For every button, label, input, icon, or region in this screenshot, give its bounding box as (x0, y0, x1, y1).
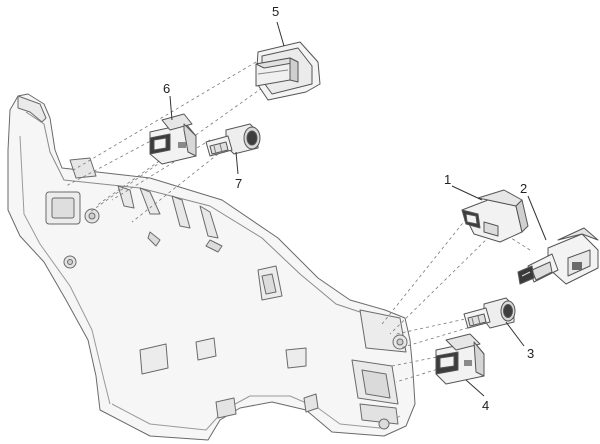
callout-leader-lines (169, 21, 547, 397)
part-7-connector[interactable] (205, 123, 261, 157)
callout-labels: 5 6 7 1 2 3 4 (163, 4, 534, 413)
part-1-switch-body[interactable] (461, 189, 529, 243)
part-6-switch-housing[interactable] (149, 113, 197, 165)
callout-6[interactable]: 6 (163, 81, 170, 96)
callout-2[interactable]: 2 (520, 181, 527, 196)
handlebar-rear-cover (7, 93, 416, 441)
part-5-cover-cap[interactable] (255, 41, 321, 101)
callout-3[interactable]: 3 (527, 346, 534, 361)
part-3-connector[interactable] (463, 297, 516, 329)
callout-1[interactable]: 1 (444, 172, 451, 187)
callout-5[interactable]: 5 (272, 4, 279, 19)
callout-7[interactable]: 7 (235, 176, 242, 191)
part-2-switch-assembly[interactable] (517, 227, 599, 285)
callout-4[interactable]: 4 (482, 398, 489, 413)
part-4-switch-housing[interactable] (435, 333, 485, 385)
